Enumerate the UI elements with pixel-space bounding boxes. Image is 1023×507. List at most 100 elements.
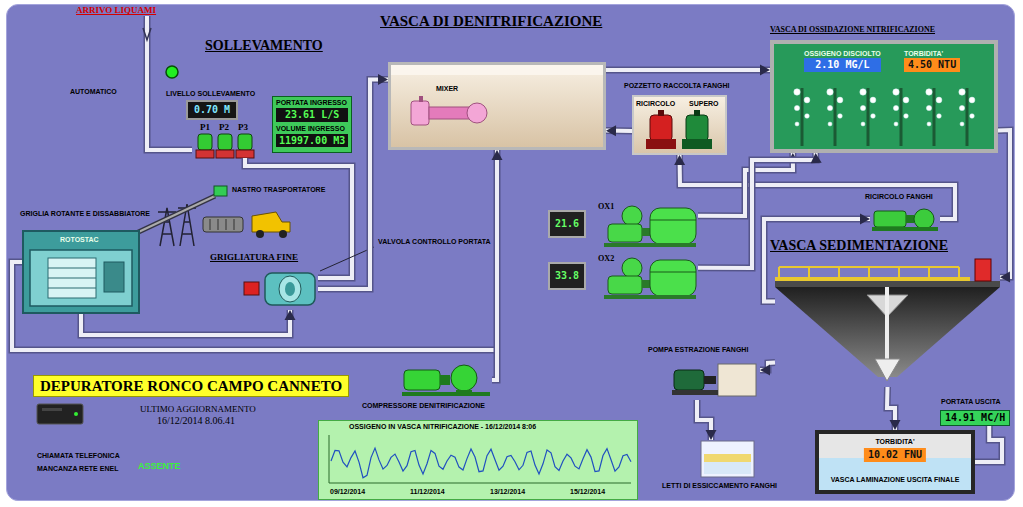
pipe-arrowhead bbox=[760, 64, 770, 75]
sludge-well-art-part bbox=[686, 115, 708, 141]
oxidation-tank-text: VASCA DI OSSIDAZIONE NITRIFICAZIONE bbox=[770, 25, 935, 34]
truck-part bbox=[256, 230, 264, 238]
conveyor-part bbox=[214, 186, 227, 196]
inlet-label: ARRIVO LIQUAMI bbox=[76, 5, 156, 15]
truck-part bbox=[252, 212, 290, 232]
oxidation-tank-art-part bbox=[795, 122, 799, 126]
pipe-connector bbox=[887, 387, 901, 430]
compressor-display: 21.6 bbox=[548, 210, 586, 238]
oxidation-tank-art-part bbox=[966, 88, 969, 146]
pump-label: P1 bbox=[200, 122, 210, 132]
sludge-well-art-part bbox=[682, 139, 712, 149]
recirculation-pump-art-part bbox=[906, 215, 914, 223]
pipe-bore bbox=[492, 150, 497, 380]
level-display-text: LIVELLO SOLLEVAMENTO bbox=[166, 90, 255, 98]
pipe-bore bbox=[680, 155, 956, 219]
air-compressor-art-part bbox=[642, 280, 650, 288]
status-lamp-part bbox=[166, 66, 178, 78]
denitrification-tank-art-part bbox=[411, 101, 429, 125]
sludge-well-text: POZZETTO RACCOLTA FANGHI bbox=[624, 82, 730, 90]
blower-art bbox=[400, 362, 492, 398]
valve-label: VALVOLA CONTROLLO PORTATA bbox=[378, 238, 491, 246]
skip-container-part bbox=[210, 219, 211, 230]
recirculation-pump-art-part bbox=[914, 209, 934, 229]
flow-panel-text: 11997.00 M3 bbox=[276, 134, 348, 148]
oxygen-readout-text: OSSIGENO DISCIOLTO bbox=[804, 50, 881, 58]
pipe-connector bbox=[760, 363, 775, 376]
oxidation-tank-art-part bbox=[861, 122, 865, 126]
recirculation-pump-art-part bbox=[874, 211, 906, 227]
oxidation-tank: VASCA DI OSSIDAZIONE NITRIFICAZIONEOSSIG… bbox=[770, 40, 998, 153]
trend-chart-art-part bbox=[331, 448, 631, 478]
sludge-pump-art-part bbox=[674, 370, 704, 390]
flow-panel-text: VOLUME INGRESSO bbox=[276, 125, 348, 133]
axis-label: 15/12/2014 bbox=[570, 488, 605, 496]
oxidation-tank-art-part bbox=[969, 97, 975, 103]
trend-chart-art bbox=[319, 421, 637, 499]
recirculation-pump-art bbox=[870, 206, 940, 232]
outlet-tank-text: VASCA LAMINAZIONE USCITA FINALE bbox=[831, 476, 960, 484]
sludge-well-text: SUPERO bbox=[689, 100, 719, 108]
sludge-well-art-part bbox=[658, 110, 664, 116]
computer-icon-part bbox=[74, 412, 78, 416]
pipe-connector bbox=[492, 150, 503, 380]
status-lamp bbox=[166, 66, 178, 78]
leader-line bbox=[320, 247, 374, 271]
recirculation-pump-art-part bbox=[872, 227, 938, 231]
pipe-arrowhead bbox=[606, 125, 616, 136]
screen-motor-part bbox=[244, 282, 259, 295]
pipe-connector bbox=[697, 400, 717, 440]
skip-container-part bbox=[203, 217, 243, 232]
air-compressor-art-part bbox=[604, 295, 696, 299]
blower: COMPRESSORE DENITRIFICAZIONE bbox=[400, 362, 492, 398]
screen-basin-art-part bbox=[48, 258, 96, 298]
pipe-wall bbox=[680, 155, 956, 219]
compressor-display: 33.8 bbox=[548, 262, 586, 290]
flow-panel: PORTATA INGRESSO23.61 L/SVOLUME INGRESSO… bbox=[272, 96, 352, 153]
oxidation-tank-art-part bbox=[959, 105, 964, 110]
pipe-arrowhead bbox=[706, 430, 717, 440]
pipe-wall bbox=[492, 150, 497, 380]
pipe-arrowhead bbox=[378, 74, 388, 85]
clarifier-art-part bbox=[875, 359, 900, 381]
update-time: 16/12/2014 8.06.41 bbox=[157, 415, 235, 427]
oxidation-tank-art-part bbox=[804, 97, 810, 103]
pipe-arrowhead bbox=[492, 150, 503, 160]
oxidation-tank-art-part bbox=[834, 88, 837, 146]
screen-basin-text: ROTOSTAC bbox=[60, 236, 99, 244]
sludge-well-art-part bbox=[650, 115, 672, 141]
clarifier-art bbox=[775, 265, 1000, 387]
turbidity-readout: TORBIDITA'4.50 NTU bbox=[904, 50, 960, 72]
denitrification-tank-art-part bbox=[467, 103, 487, 123]
clarifier-text: VASCA SEDIMENTAZIONE bbox=[770, 238, 948, 254]
pipe-wall bbox=[998, 130, 1010, 277]
pipe-wall bbox=[975, 426, 1002, 463]
skip-container-part bbox=[234, 219, 235, 230]
pipe-bore bbox=[998, 130, 1010, 277]
air-compressor-art-part bbox=[622, 206, 642, 226]
sludge-pump-art-part bbox=[704, 376, 716, 384]
screen-basin-art-part bbox=[48, 288, 96, 289]
pipe-connector bbox=[998, 130, 1010, 282]
air-compressor-art-part bbox=[608, 224, 642, 242]
outlet-tank-text: TORBIDITA' bbox=[875, 438, 914, 446]
mode-label: AUTOMATICO bbox=[70, 88, 117, 96]
air-compressor-art-part bbox=[642, 228, 650, 236]
pipe-wall bbox=[606, 66, 770, 73]
denitrification-tank-art-part bbox=[391, 65, 603, 75]
pipe-arrowhead bbox=[760, 365, 770, 376]
air-compressor-text: OX2 bbox=[598, 254, 614, 263]
oxidation-tank-art-part bbox=[927, 122, 931, 126]
air-compressor-art-part bbox=[608, 276, 642, 294]
level-display: LIVELLO SOLLEVAMENTO0.70 M bbox=[186, 100, 238, 120]
oxidation-tank-art-part bbox=[827, 105, 832, 110]
pipe-arrowhead bbox=[285, 310, 296, 320]
screen-basin-art-part bbox=[48, 278, 96, 279]
fine-screen-art-part bbox=[265, 273, 315, 305]
denitrification-tank-text: MIXER bbox=[436, 85, 458, 93]
blower-art-part bbox=[402, 392, 490, 396]
alarm-label: MANCANZA RETE ENEL bbox=[37, 465, 118, 473]
air-compressor-art-part bbox=[622, 258, 642, 278]
oxidation-tank-art-part bbox=[933, 88, 936, 146]
truck bbox=[252, 212, 290, 238]
